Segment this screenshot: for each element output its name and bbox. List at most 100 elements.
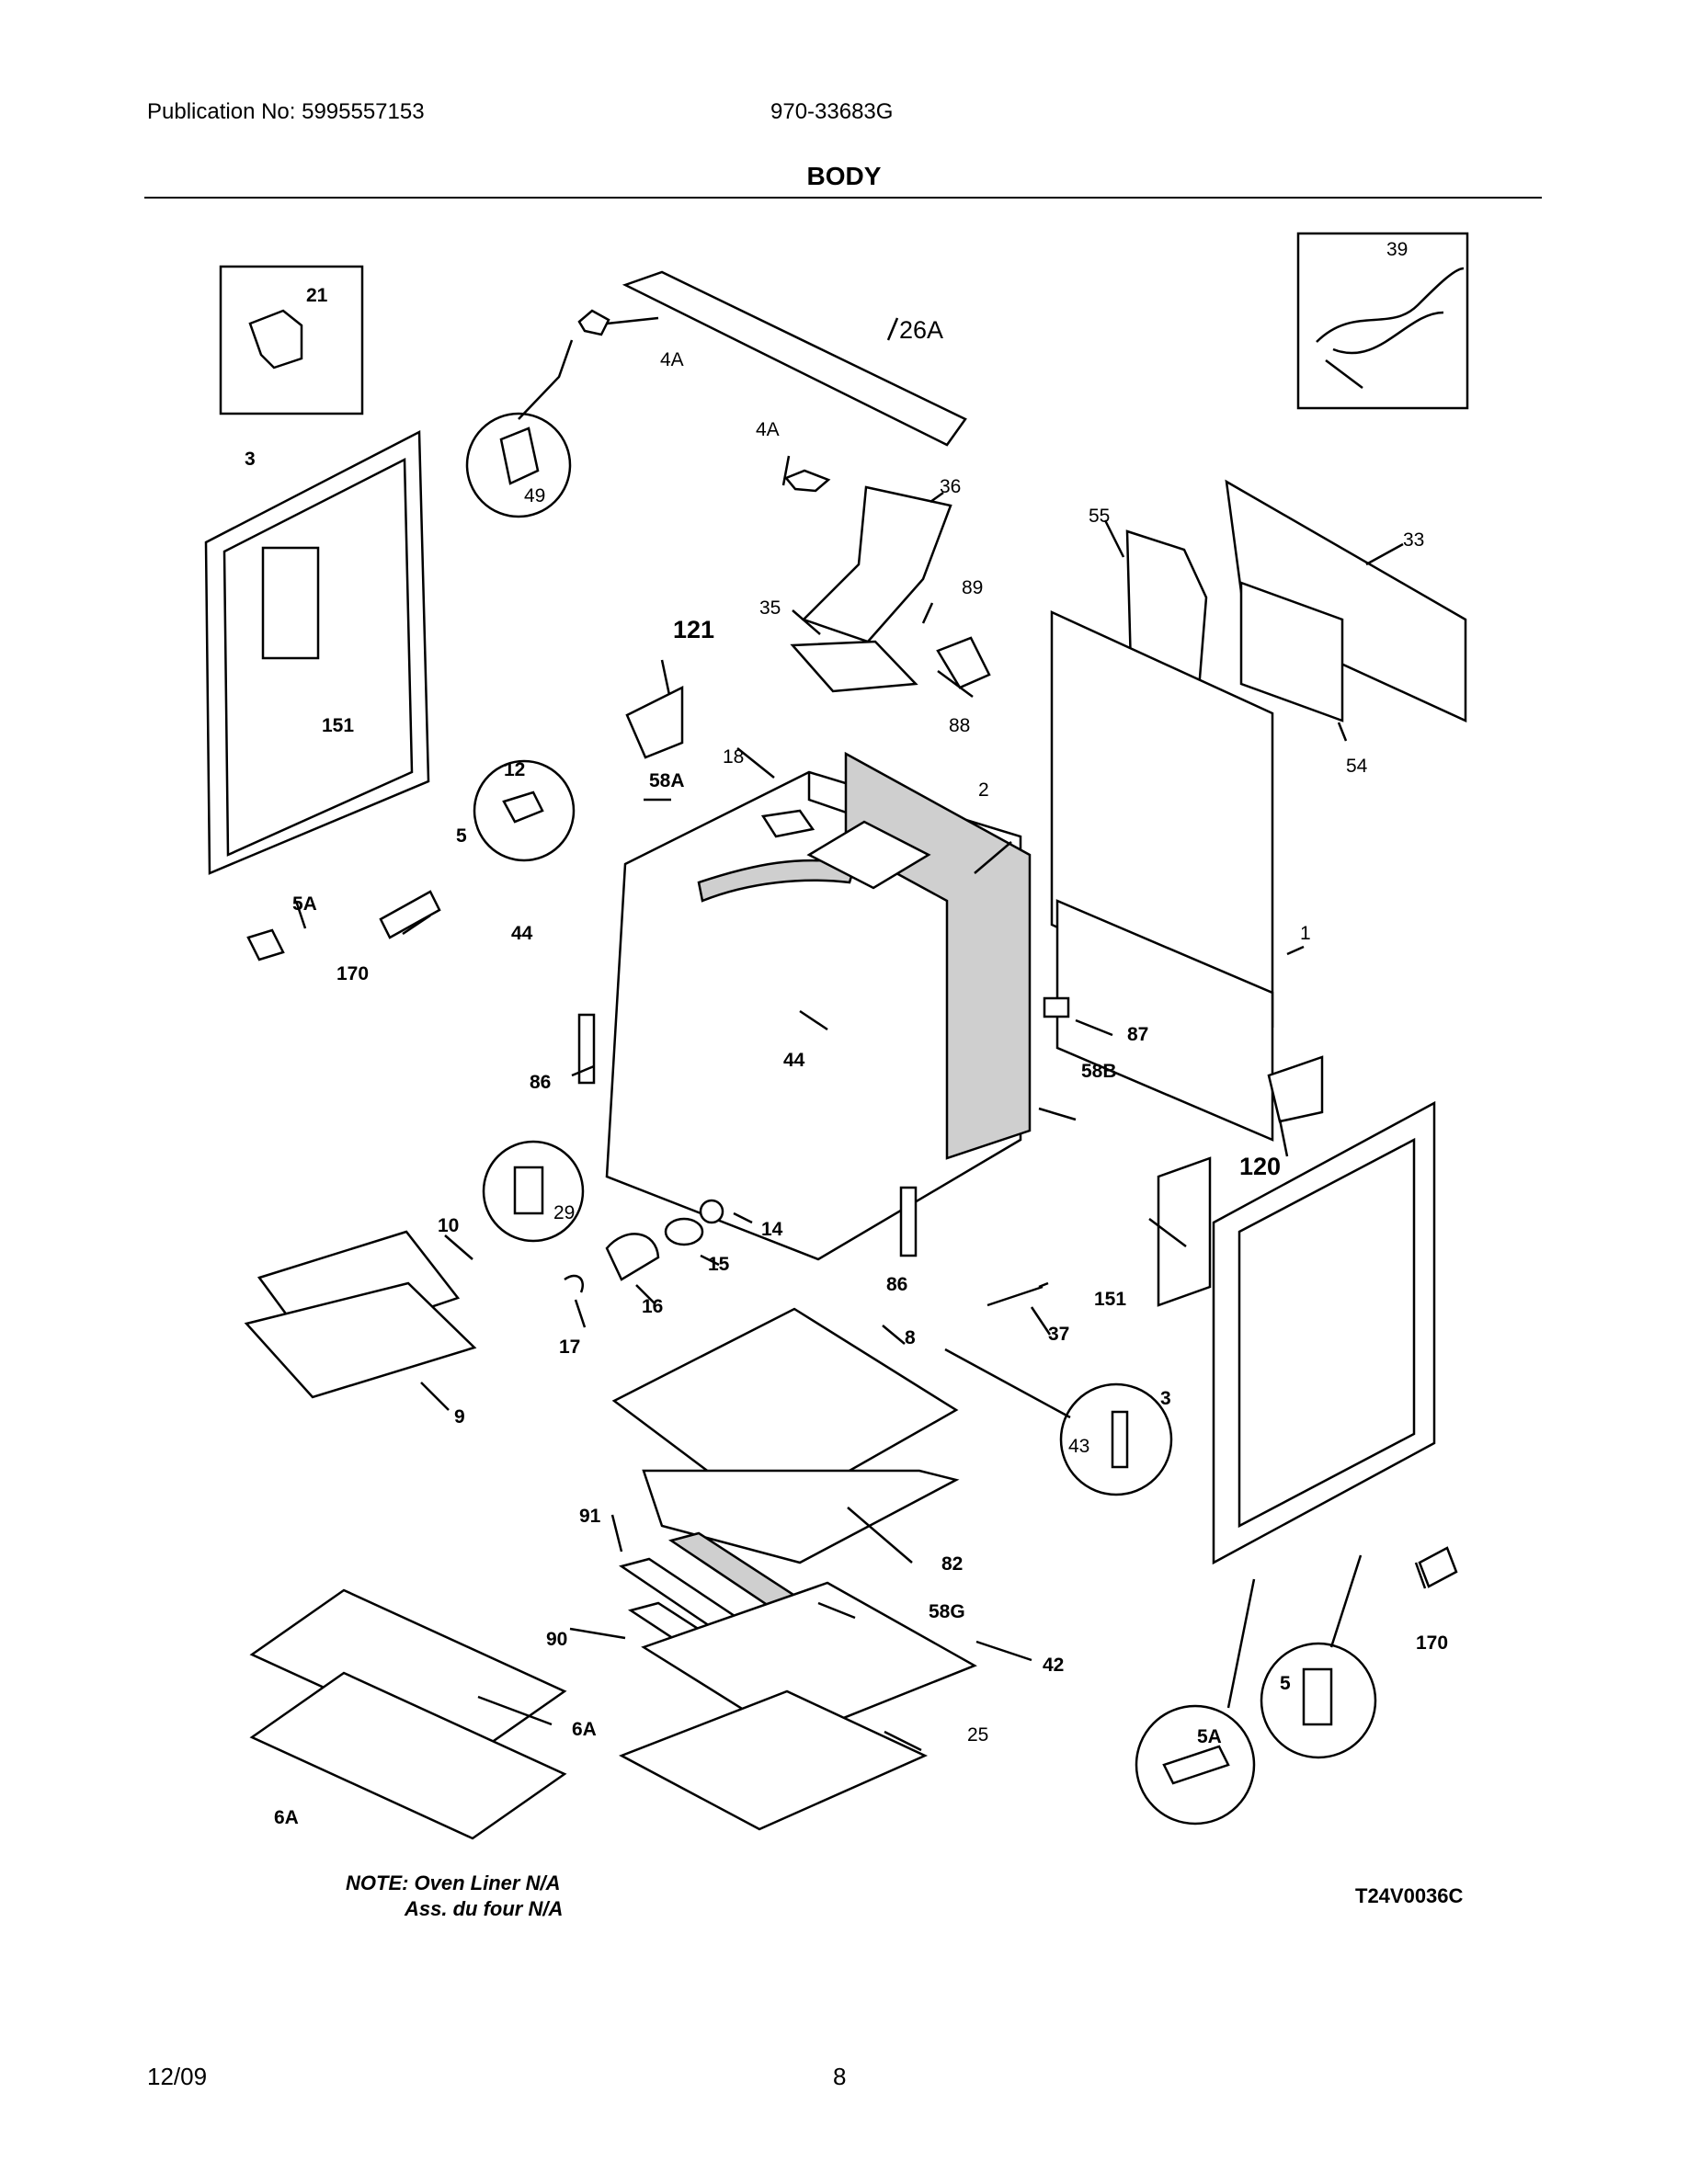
part-14-shape xyxy=(699,1199,724,1224)
callout-15: 15 xyxy=(708,1254,730,1275)
callout-6A-upper: 6A xyxy=(572,1719,597,1740)
callout-91: 91 xyxy=(579,1506,601,1527)
callout-37: 37 xyxy=(1048,1324,1069,1345)
callout-39: 39 xyxy=(1386,239,1408,260)
part-4A-shape-2 xyxy=(783,469,831,493)
part-43-shape xyxy=(1111,1410,1129,1469)
callout-151-left: 151 xyxy=(322,715,354,736)
part-36-shape xyxy=(801,485,952,643)
part-21-inset-box xyxy=(219,265,364,415)
part-29-detail-circle xyxy=(482,1140,585,1243)
callout-120: 120 xyxy=(1239,1153,1281,1180)
callout-88: 88 xyxy=(949,715,970,736)
part-49-shape xyxy=(499,427,540,485)
callout-3-right: 3 xyxy=(1160,1388,1171,1409)
callout-3-left: 3 xyxy=(245,449,256,470)
callout-9: 9 xyxy=(454,1406,465,1428)
part-37-shape xyxy=(987,1281,1049,1307)
part-21-shape xyxy=(248,309,303,370)
part-12-shape xyxy=(502,791,544,824)
callout-14: 14 xyxy=(761,1219,783,1240)
publication-number: Publication No: 5995557153 xyxy=(147,99,425,124)
callout-26A: 26A xyxy=(899,316,943,344)
part-87-shape xyxy=(1043,996,1070,1018)
part-5-detail-circle xyxy=(1260,1642,1377,1759)
callout-35: 35 xyxy=(759,597,781,619)
part-3-right-shape xyxy=(1212,1100,1436,1565)
part-33-sub-panel xyxy=(1239,581,1344,722)
part-170-left-shape xyxy=(379,890,441,939)
callout-5-left: 5 xyxy=(456,825,467,847)
part-151-right-shape xyxy=(1157,1156,1212,1307)
part-86-right-shape xyxy=(899,1186,918,1257)
part-89-shape xyxy=(936,636,991,689)
callout-36: 36 xyxy=(940,476,961,497)
callout-121: 121 xyxy=(673,616,714,643)
drawing-code: T24V0036C xyxy=(1355,1884,1464,1907)
part-29-shape xyxy=(513,1166,544,1215)
note-line-2: Ass. du four N/A xyxy=(405,1897,564,1920)
header-divider xyxy=(144,197,1542,199)
part-6A-lower-shape xyxy=(249,1671,567,1840)
callout-58G: 58G xyxy=(929,1601,965,1622)
callout-49: 49 xyxy=(524,485,545,506)
part-25-shape xyxy=(619,1689,929,1831)
part-35-shape xyxy=(790,640,918,693)
part-5A-detail-circle xyxy=(1135,1704,1256,1826)
callout-4A-upper: 4A xyxy=(660,349,684,370)
part-5A-left-shape xyxy=(246,928,285,961)
part-26A-shape xyxy=(622,270,967,447)
part-33-shape xyxy=(1225,479,1467,722)
callout-55: 55 xyxy=(1089,506,1110,527)
note-line-1: NOTE: Oven Liner N/A xyxy=(346,1871,561,1894)
callout-58B: 58B xyxy=(1081,1061,1117,1082)
callout-16: 16 xyxy=(642,1296,663,1317)
part-16-shape xyxy=(605,1233,660,1281)
part-121-shape xyxy=(625,685,684,759)
callout-86-left: 86 xyxy=(530,1072,551,1093)
callout-170-left: 170 xyxy=(336,963,369,984)
callout-4A-lower: 4A xyxy=(756,419,780,440)
callout-42: 42 xyxy=(1043,1655,1064,1676)
callout-54: 54 xyxy=(1346,756,1368,777)
callout-1: 1 xyxy=(1300,923,1311,944)
callout-18: 18 xyxy=(723,746,744,768)
callout-8: 8 xyxy=(905,1327,916,1348)
part-151-left-shape xyxy=(261,546,320,660)
callout-90: 90 xyxy=(546,1629,567,1650)
model-number: 970-33683G xyxy=(770,99,894,124)
callout-17: 17 xyxy=(559,1337,580,1358)
part-49-detail-circle xyxy=(465,412,572,518)
callout-6A-lower: 6A xyxy=(274,1807,299,1828)
callout-12: 12 xyxy=(504,759,525,780)
part-3-right-inner xyxy=(1237,1137,1416,1529)
callout-86-right: 86 xyxy=(886,1274,907,1295)
part-15-shape xyxy=(664,1217,704,1246)
callout-87: 87 xyxy=(1127,1024,1148,1045)
part-5-shape xyxy=(1302,1667,1333,1726)
callout-29: 29 xyxy=(553,1202,575,1223)
callout-10: 10 xyxy=(438,1215,459,1236)
part-5A-shape xyxy=(1162,1745,1230,1785)
callout-44-lower: 44 xyxy=(783,1050,805,1071)
part-9-shape xyxy=(244,1281,477,1399)
callout-170-right: 170 xyxy=(1416,1632,1448,1654)
callout-5A-left: 5A xyxy=(292,893,317,915)
part-18-shape xyxy=(760,809,815,838)
callout-82: 82 xyxy=(941,1553,963,1575)
part-39-inset-box xyxy=(1296,232,1469,410)
callout-5-right: 5 xyxy=(1280,1673,1291,1694)
part-3-left-inner xyxy=(222,457,414,857)
part-86-left-shape xyxy=(577,1013,596,1085)
callout-44-upper: 44 xyxy=(511,923,533,944)
part-55-shape xyxy=(1125,529,1208,691)
callout-2: 2 xyxy=(978,779,989,801)
power-cord-shape xyxy=(1316,267,1465,389)
callout-89: 89 xyxy=(962,577,983,598)
part-4A-shape-1 xyxy=(577,309,610,336)
callout-151-right: 151 xyxy=(1094,1289,1126,1310)
callout-5A-right: 5A xyxy=(1197,1726,1222,1747)
part-2-shape xyxy=(806,820,931,890)
part-12-detail-circle xyxy=(473,759,576,862)
